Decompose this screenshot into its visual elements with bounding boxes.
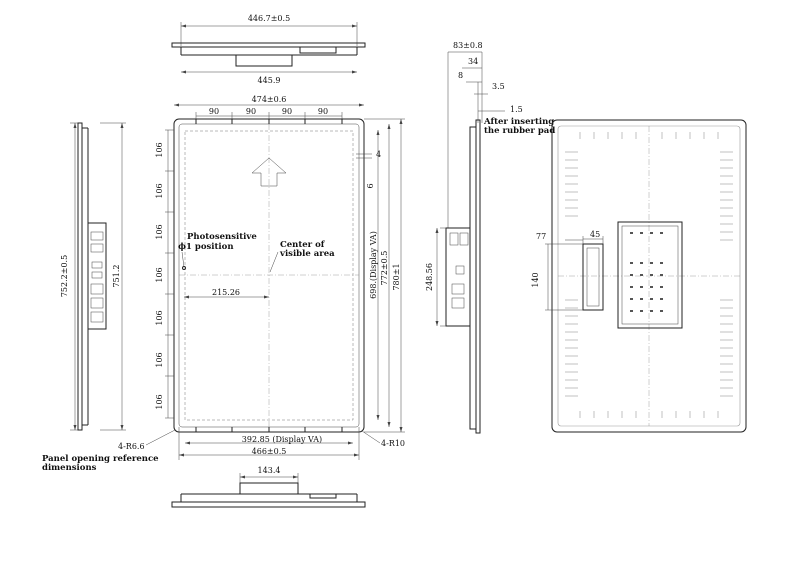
- display-va-width-label: 392.85 (Display VA): [242, 435, 322, 444]
- vpitch-label-3: 106: [155, 224, 164, 239]
- panel-opening-label-2: dimensions: [42, 463, 97, 473]
- rear-view: 77 45 140: [531, 119, 747, 433]
- top-view: 446.7±0.5 445.9: [171, 14, 366, 85]
- front-view: 474±0.6 90 90 90 90: [42, 95, 405, 473]
- vpitch-label-4: 106: [155, 267, 164, 282]
- display-va-height-label: 698.(Display VA): [369, 231, 378, 299]
- rear-left-vents: [565, 151, 578, 397]
- offset-label: 215.26: [212, 288, 240, 297]
- opening-width-label: 466±0.5: [252, 447, 287, 456]
- rear-top-vents: [579, 132, 719, 139]
- vpitch-label-6: 106: [155, 352, 164, 367]
- panel-opening-label-1: Panel opening reference: [42, 454, 159, 464]
- rubber-pad-label-1: After inserting: [483, 117, 554, 127]
- orientation-arrow-icon: [251, 157, 287, 187]
- vpitch-label-1: 106: [155, 142, 164, 157]
- vpitch-label-5: 106: [155, 310, 164, 325]
- gap-6-label: 6: [366, 183, 375, 188]
- depth-label: 83±0.8: [453, 41, 483, 50]
- left-connector-ports: [90, 231, 104, 323]
- top-width-label: 446.7±0.5: [248, 14, 290, 23]
- screw-marks: [195, 119, 343, 432]
- right-side-view: 83±0.8 34 8 3.5 1.5 After inserting the …: [425, 41, 555, 434]
- gap-4-label: 4: [376, 150, 381, 159]
- pitch-label-1: 90: [209, 107, 219, 116]
- top-bottom-width-label: 445.9: [258, 76, 281, 85]
- bottom-view: 143.4: [171, 466, 366, 508]
- photosensitive-sensor-icon: [182, 266, 186, 270]
- d77-label: 77: [536, 232, 546, 241]
- right-connector-ports: [449, 232, 469, 309]
- corner-r6-label: 4-R6.6: [118, 442, 145, 451]
- rear-bottom-vents: [579, 411, 719, 418]
- rubber-pad-label-2: the rubber pad: [484, 126, 555, 136]
- bracket-width-label: 143.4: [258, 466, 281, 475]
- vpitch-label-2: 106: [155, 183, 164, 198]
- height-772-label: 772±0.5: [380, 251, 389, 286]
- left-height-outer-label: 752.2±0.5: [60, 255, 69, 297]
- vpitch-label-7: 106: [155, 394, 164, 409]
- center-label-1: Center of: [280, 240, 326, 250]
- d15-label: 1.5: [510, 105, 523, 114]
- overall-width-label: 474±0.6: [252, 95, 287, 104]
- pitch-label-2: 90: [246, 107, 256, 116]
- bracket-height-label: 248.56: [425, 263, 434, 291]
- d45-label: 45: [590, 230, 600, 239]
- left-side-view: 752.2±0.5 751.2: [60, 122, 126, 431]
- pitch-label-4: 90: [318, 107, 328, 116]
- corner-r10-label: 4-R10: [381, 439, 405, 448]
- height-780-label: 780±1: [392, 263, 401, 290]
- pitch-label-3: 90: [282, 107, 292, 116]
- left-height-inner-label: 751.2: [112, 265, 121, 288]
- photosensitive-label-2: ϕ1 position: [178, 242, 234, 252]
- module-vent-grid: [630, 232, 663, 312]
- d8-label: 8: [458, 71, 463, 80]
- rear-right-vents: [720, 151, 733, 397]
- d34-label: 34: [468, 57, 478, 66]
- d35-label: 3.5: [492, 82, 505, 91]
- photosensitive-label-1: Photosensitive: [187, 232, 257, 242]
- d140-label: 140: [531, 272, 540, 287]
- center-label-2: visible area: [279, 249, 335, 259]
